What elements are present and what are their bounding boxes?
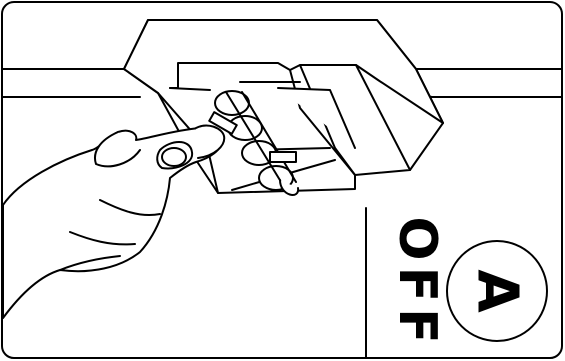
status-off-label: OFF <box>387 216 447 349</box>
badge-letter: A <box>465 269 530 313</box>
badge-a: A <box>447 241 547 341</box>
